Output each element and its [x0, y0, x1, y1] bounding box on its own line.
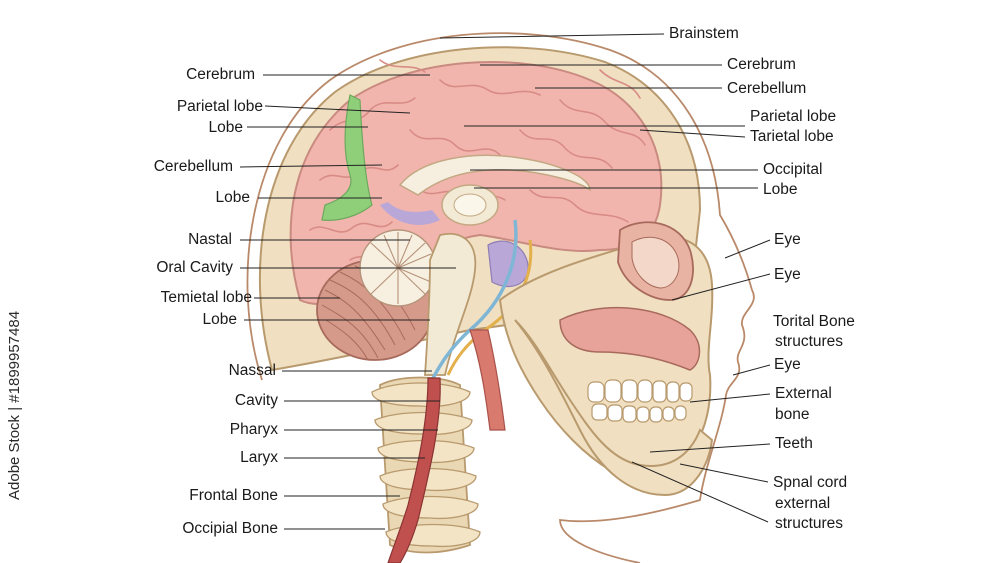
label-right-cerebellum: Cerebellum [727, 79, 806, 98]
label-right-occipital: Occipital [763, 160, 822, 179]
label-right-eye-1: Eye [774, 230, 801, 249]
label-right-eye-3: Eye [774, 355, 801, 374]
pharynx [470, 330, 505, 430]
label-right-external: External [775, 384, 832, 403]
label-left-pharyx: Pharyx [230, 420, 278, 439]
label-left-laryx: Laryx [240, 448, 278, 467]
thalamus-inner [454, 194, 486, 216]
label-left-frontal-bone: Frontal Bone [189, 486, 278, 505]
label-right-structures-2: structures [775, 514, 843, 533]
label-right-parietal-lobe: Parietal lobe [750, 107, 836, 126]
label-left-lobe-2: Lobe [216, 188, 250, 207]
label-left-nastal: Nastal [188, 230, 232, 249]
label-right-cerebrum: Cerebrum [727, 55, 796, 74]
label-left-oral-cavity: Oral Cavity [156, 258, 233, 277]
label-right-tarietal-lobe: Tarietal lobe [750, 127, 834, 146]
stock-watermark: Adobe Stock | #1899957484 [6, 311, 23, 500]
label-right-lobe: Lobe [763, 180, 797, 199]
label-right-external-2: external [775, 494, 830, 513]
label-left-lobe-3: Lobe [203, 310, 237, 329]
label-right-brainstem: Brainstem [669, 24, 739, 43]
label-right-eye-2: Eye [774, 265, 801, 284]
label-left-cerebrum: Cerebrum [186, 65, 255, 84]
label-right-teeth: Teeth [775, 434, 813, 453]
label-left-temietal-lobe: Temietal lobe [161, 288, 252, 307]
label-left-lobe-1: Lobe [209, 118, 243, 137]
label-left-nassal: Nassal [229, 361, 276, 380]
label-left-cavity: Cavity [235, 391, 278, 410]
label-right-spnal-cord: Spnal cord [773, 473, 847, 492]
label-left-cerebellum: Cerebellum [154, 157, 233, 176]
label-right-bone: bone [775, 405, 809, 424]
label-right-torital-bone: Torital Bone [773, 312, 855, 331]
label-left-occipial-bone: Occipial Bone [182, 519, 278, 538]
label-right-structures-1: structures [775, 332, 843, 351]
label-left-parietal-lobe: Parietal lobe [177, 97, 263, 116]
